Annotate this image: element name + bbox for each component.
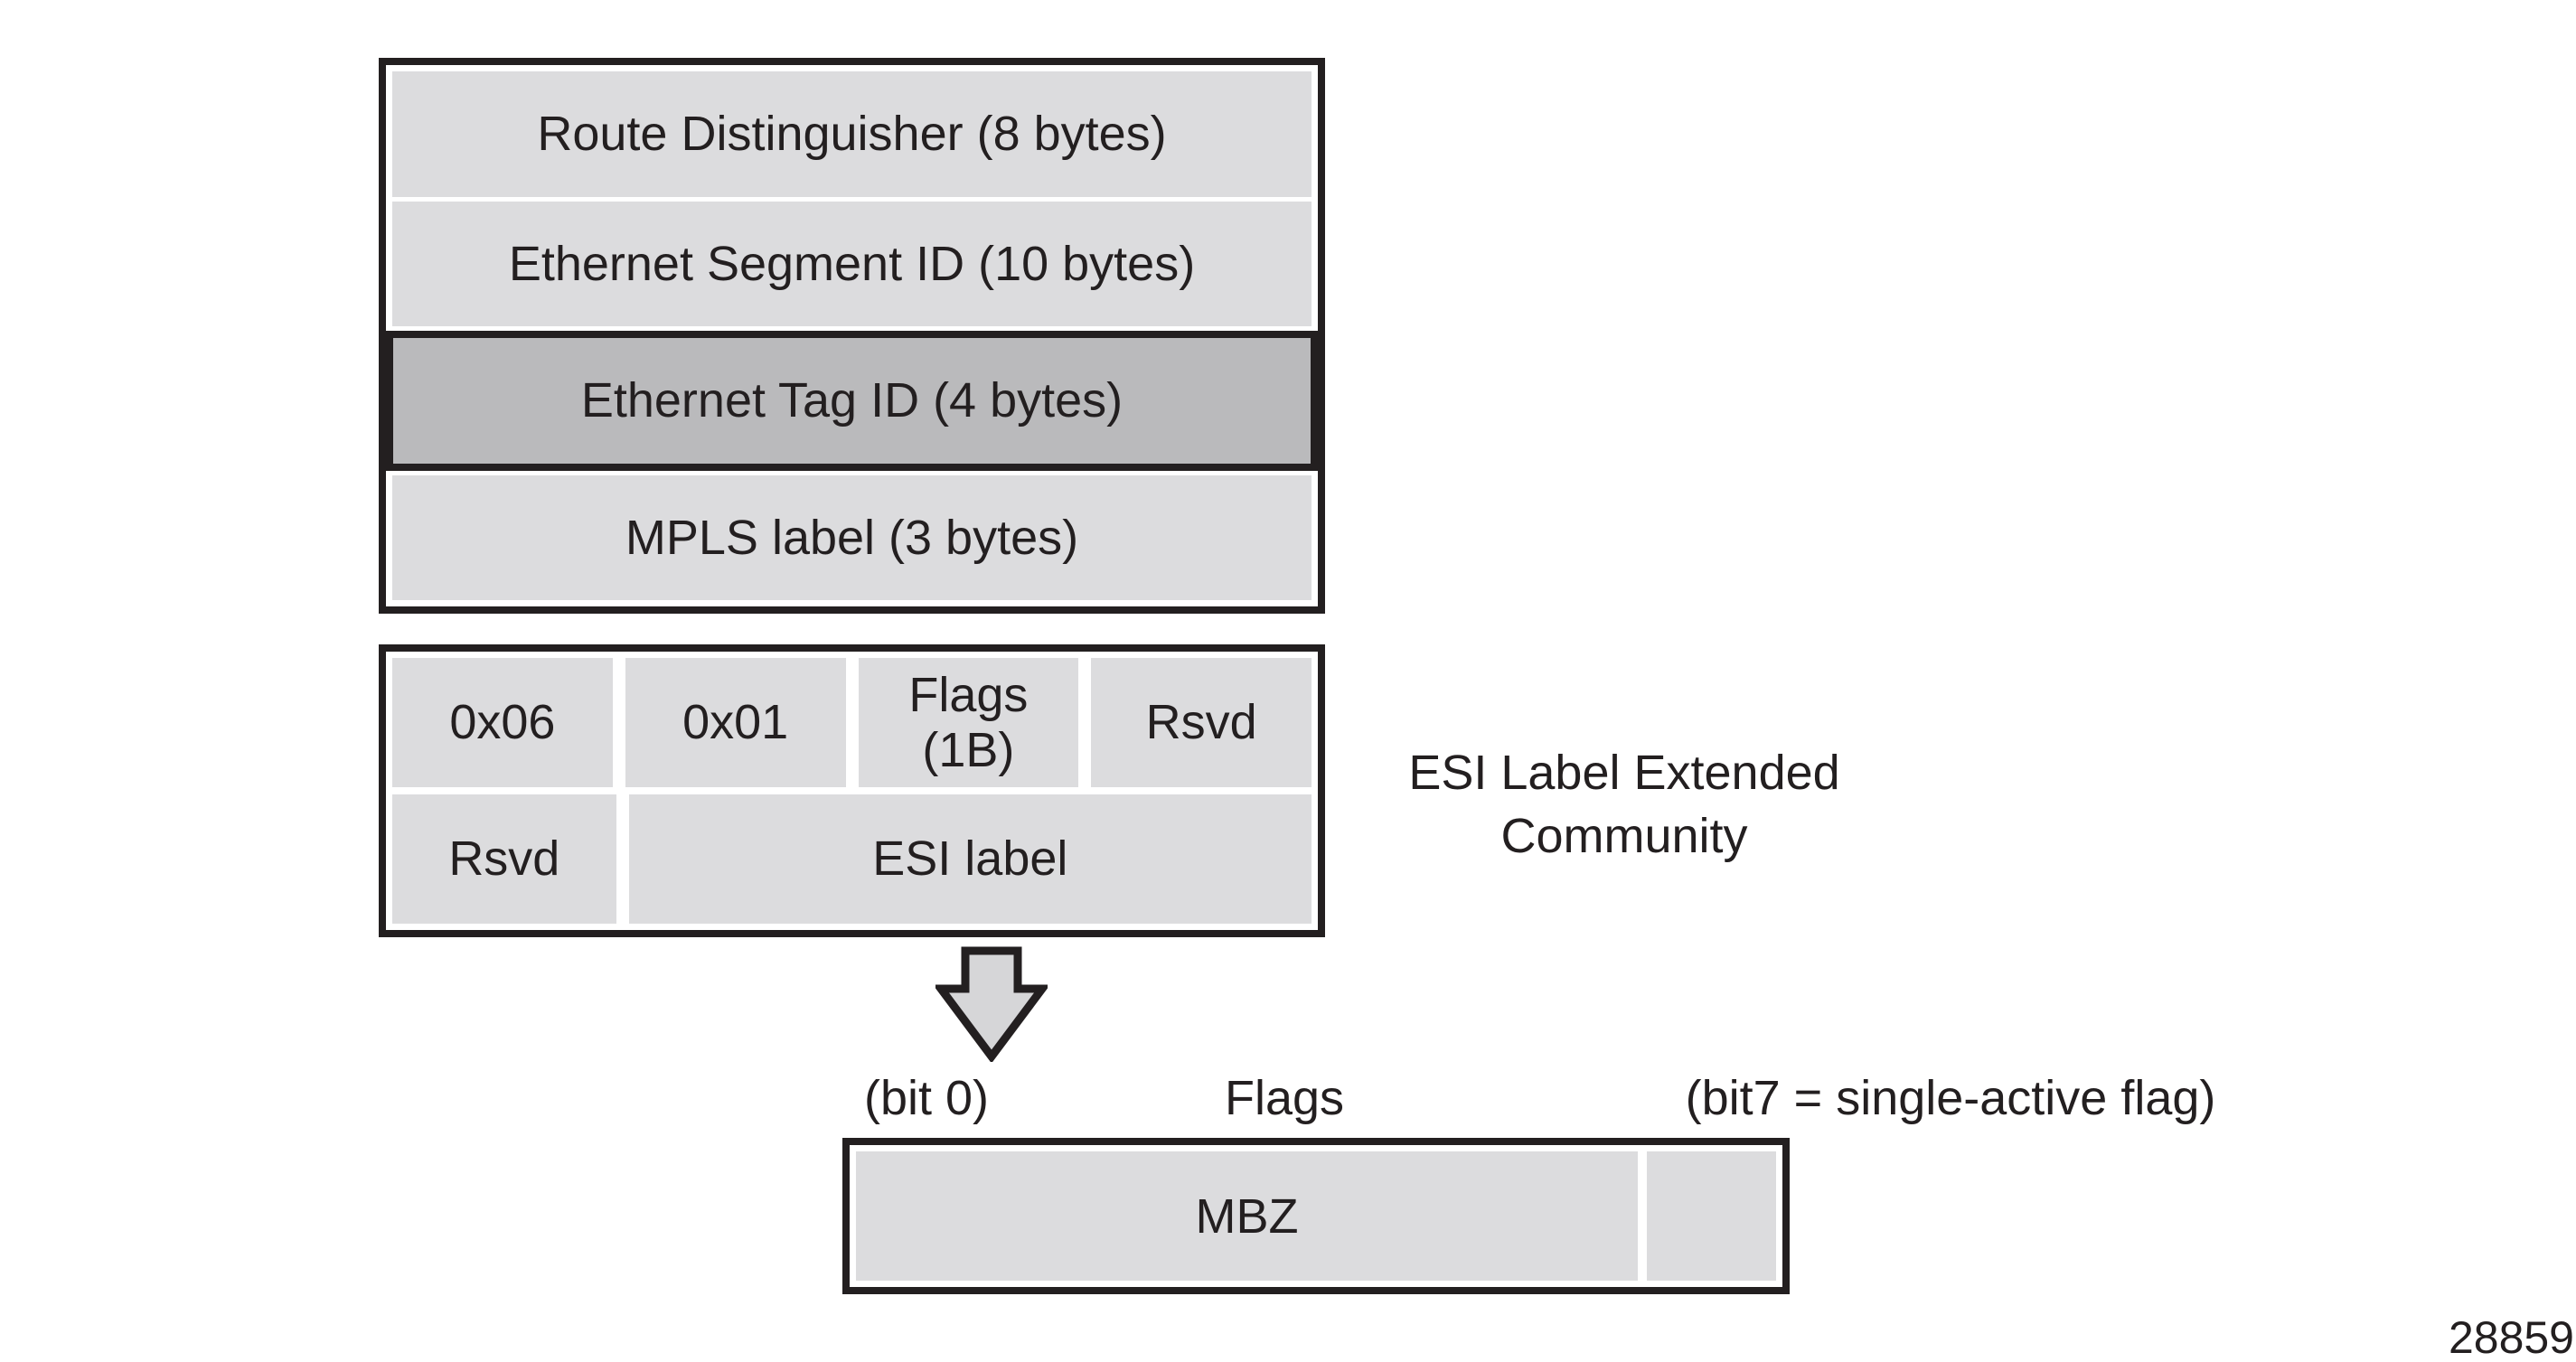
field-ethernet-tag-id-highlighted: Ethernet Tag ID (4 bytes) [386,331,1318,471]
community-caption-line2: Community [1500,809,1748,864]
cell-label-line1: Flags [908,668,1029,723]
cell-rsvd-1: Rsvd [1091,658,1312,787]
field-label: Ethernet Tag ID (4 bytes) [580,373,1123,428]
cell-label: 0x06 [449,695,556,750]
figure-number: 28859 [2448,1312,2574,1362]
cell-subtype-0x01: 0x01 [625,658,846,787]
cell-mbz: MBZ [856,1151,1639,1281]
cell-label-line2: (1B) [922,722,1015,777]
route-fields-box: Route Distinguisher (8 bytes) Ethernet S… [379,58,1325,614]
esi-label-extended-community-box: 0x06 0x01 Flags (1B) Rsvd Rsvd ESI label [379,644,1325,937]
bit0-annotation: (bit 0) [863,1071,990,1125]
cell-label: 0x01 [682,695,789,750]
cell-label: MBZ [1195,1188,1299,1244]
field-mpls-label: MPLS label (3 bytes) [392,474,1312,600]
bit7-annotation: (bit7 = single-active flag) [1685,1071,2216,1125]
flags-title: Flags [1224,1071,1345,1125]
field-label: Ethernet Segment ID (10 bytes) [508,236,1196,291]
cell-rsvd-2: Rsvd [392,794,616,924]
cell-label: ESI label [872,831,1068,887]
field-label: Route Distinguisher (8 bytes) [537,107,1167,162]
cell-type-0x06: 0x06 [392,658,613,787]
community-row-2: Rsvd ESI label [392,794,1312,924]
community-row-1: 0x06 0x01 Flags (1B) Rsvd [392,658,1312,787]
down-arrow-icon [935,946,1048,1062]
community-caption-line1: ESI Label Extended [1408,746,1840,800]
cell-single-active-bit [1647,1151,1776,1281]
field-ethernet-segment-id: Ethernet Segment ID (10 bytes) [392,201,1312,326]
flags-byte-detail-box: MBZ [842,1138,1790,1294]
cell-label: Rsvd [1145,695,1257,750]
cell-flags-1b: Flags (1B) [858,658,1079,787]
cell-label: Rsvd [448,831,560,887]
community-caption: ESI Label Extended Community [1362,741,1886,868]
cell-esi-label: ESI label [628,794,1312,924]
field-route-distinguisher: Route Distinguisher (8 bytes) [392,71,1312,197]
field-label: MPLS label (3 bytes) [625,510,1079,565]
